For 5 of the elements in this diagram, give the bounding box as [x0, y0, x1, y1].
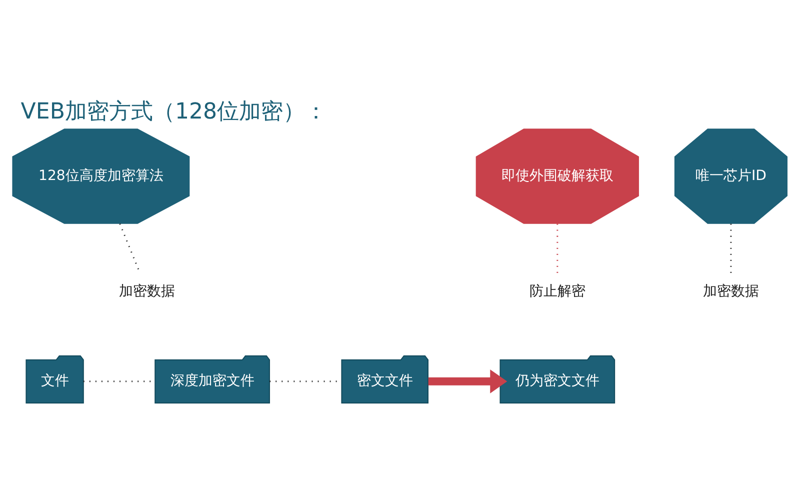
node-text: 加密数据 — [119, 283, 176, 300]
node-text: 加密数据 — [702, 283, 759, 300]
arrow — [428, 370, 508, 394]
node-text: 防止解密 — [529, 283, 586, 300]
diagram-title: VEB加密方式（128位加密）： — [20, 100, 328, 125]
